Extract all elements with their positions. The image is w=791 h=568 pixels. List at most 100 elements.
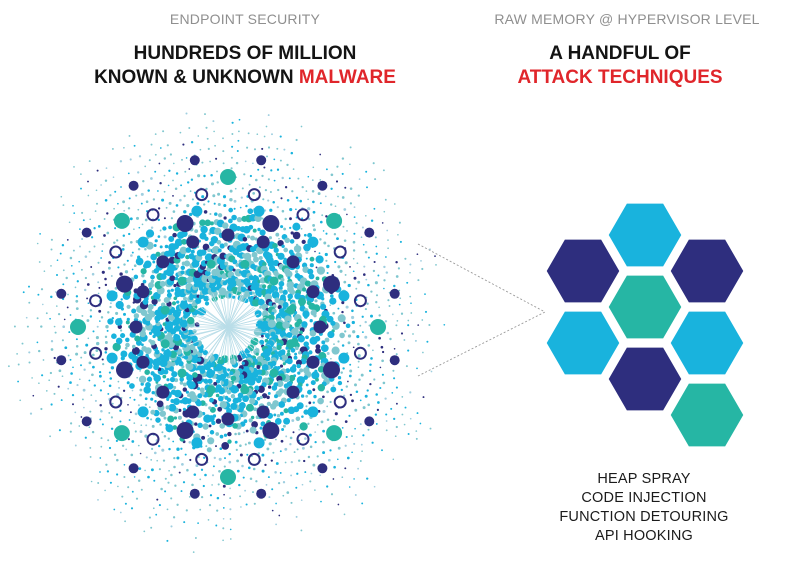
burst-dot xyxy=(304,280,311,287)
burst-dot xyxy=(180,265,186,271)
burst-dot xyxy=(174,484,177,487)
burst-dot xyxy=(249,426,257,434)
burst-dot xyxy=(188,127,191,129)
burst-dot xyxy=(38,382,40,385)
burst-core-ray xyxy=(227,326,268,334)
burst-dot xyxy=(281,209,285,213)
burst-dot xyxy=(75,345,79,348)
burst-dot xyxy=(310,472,313,475)
burst-dot xyxy=(67,354,70,357)
burst-dot xyxy=(274,297,281,304)
burst-dot xyxy=(237,392,244,399)
burst-dot xyxy=(171,301,177,306)
burst-dot xyxy=(373,378,376,381)
burst-dot xyxy=(187,303,193,309)
burst-dot xyxy=(216,240,222,245)
burst-dot xyxy=(118,386,121,389)
burst-dot xyxy=(333,465,336,469)
burst-dot xyxy=(107,439,110,442)
burst-dot xyxy=(324,195,327,198)
burst-dot xyxy=(171,371,178,378)
burst-dot xyxy=(78,425,81,427)
burst-dot xyxy=(272,451,275,454)
burst-dot xyxy=(131,440,135,443)
burst-dot xyxy=(84,255,88,258)
burst-dot xyxy=(378,306,380,309)
burst-dot xyxy=(188,391,196,399)
burst-dot xyxy=(128,197,131,200)
burst-dot xyxy=(190,141,194,144)
burst-dot xyxy=(142,180,145,183)
burst-dot xyxy=(50,248,53,251)
burst-dot xyxy=(180,300,185,305)
burst-dot xyxy=(186,380,193,387)
burst-dot xyxy=(150,409,156,415)
burst-dot xyxy=(223,433,228,437)
burst-dot xyxy=(319,179,322,181)
burst-dot xyxy=(204,270,211,277)
burst-dot xyxy=(172,210,176,213)
burst-dot xyxy=(300,394,305,398)
burst-dot xyxy=(100,437,103,440)
burst-dot xyxy=(275,232,280,237)
burst-dot xyxy=(158,468,161,471)
burst-dot xyxy=(122,389,126,392)
burst-dot xyxy=(279,450,282,453)
burst-dot xyxy=(158,504,161,507)
burst-dot xyxy=(259,229,266,236)
burst-dot xyxy=(329,449,332,452)
burst-dot xyxy=(248,418,253,423)
burst-dot xyxy=(305,394,309,398)
burst-core-ray xyxy=(227,326,264,339)
burst-dot xyxy=(307,207,311,211)
burst-dot xyxy=(344,186,347,189)
burst-dot xyxy=(185,247,192,253)
burst-dot xyxy=(267,476,270,479)
burst-dot xyxy=(234,432,237,436)
burst-dot xyxy=(163,174,166,177)
burst-dot xyxy=(211,246,221,255)
burst-dot xyxy=(421,319,424,321)
burst-dot xyxy=(101,358,104,361)
burst-dot xyxy=(317,192,321,196)
burst-dot xyxy=(224,261,229,266)
burst-dot xyxy=(305,250,309,254)
burst-dot xyxy=(203,378,209,384)
burst-dot xyxy=(422,351,424,354)
burst-dot xyxy=(303,233,307,237)
burst-dot xyxy=(96,325,99,328)
burst-dot xyxy=(204,253,214,262)
burst-dot xyxy=(138,467,142,470)
burst-dot xyxy=(353,442,356,445)
burst-dot xyxy=(238,483,241,487)
burst-dot xyxy=(257,168,260,171)
burst-dot xyxy=(217,192,221,196)
burst-dot xyxy=(285,346,289,350)
burst-dot xyxy=(108,446,112,450)
burst-dot xyxy=(284,315,292,323)
burst-dot xyxy=(269,208,273,212)
burst-dot xyxy=(348,486,351,488)
burst-dot xyxy=(227,431,232,437)
burst-dot xyxy=(184,170,187,173)
burst-dot xyxy=(163,217,166,220)
burst-dot xyxy=(53,392,56,395)
burst-dot xyxy=(152,507,155,510)
burst-dot xyxy=(275,438,277,441)
burst-dot xyxy=(249,397,256,405)
burst-dot xyxy=(21,342,24,345)
burst-dot xyxy=(133,228,135,231)
burst-dot xyxy=(308,401,312,405)
burst-dot xyxy=(346,229,348,232)
burst-dot xyxy=(167,415,175,423)
burst-dot xyxy=(50,340,54,343)
burst-dot xyxy=(373,485,376,488)
burst-dot xyxy=(89,455,92,458)
burst-dot xyxy=(163,157,167,160)
burst-dot xyxy=(154,153,157,156)
burst-dot xyxy=(392,458,395,461)
burst-dot xyxy=(374,281,378,285)
burst-dot xyxy=(282,321,290,329)
burst-ring xyxy=(89,294,103,308)
burst-dot xyxy=(367,256,370,259)
